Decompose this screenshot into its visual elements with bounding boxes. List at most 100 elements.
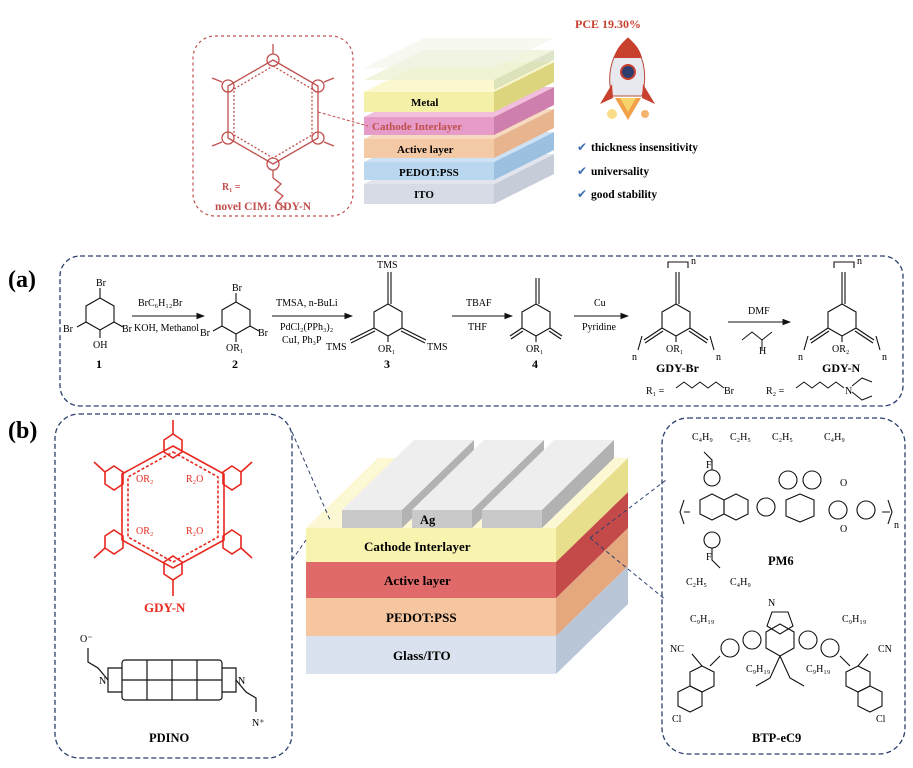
btp-ec9-molecule (677, 611, 883, 713)
compound-label-1: 1 (96, 357, 102, 371)
arrow-3-below: THF (468, 322, 487, 333)
r1-chain (675, 381, 725, 389)
compound-label-gdy-n: GDY-N (822, 361, 861, 375)
compound-3 (349, 272, 427, 344)
pm6-group: O (840, 478, 847, 489)
atom-tms: TMS (427, 342, 448, 353)
toc-pce: PCE 19.30% (575, 17, 641, 31)
toc-r-group: R₁ = (222, 182, 241, 193)
pm6-group: C₂H₅ (772, 432, 793, 443)
pm6-label: PM6 (768, 554, 794, 568)
btp-group: C₉H₁₉ (746, 664, 771, 675)
arrow-5-above: DMF (748, 306, 770, 317)
connector-line (589, 479, 667, 539)
toc-feature-2: universality (591, 166, 649, 178)
toc-layer-metal: Metal (411, 97, 438, 109)
arrow-2-above: TMSA, n-BuLi (276, 298, 338, 309)
pm6-group: C₄H₉ (730, 577, 751, 588)
arrow-2-below: PdCl₂(PPh₃)₂ (280, 322, 333, 333)
btp-group: C₉H₁₉ (842, 614, 867, 625)
atom-br: Br (63, 324, 74, 335)
pdino-atom-n: N (99, 676, 106, 687)
btp-group: NC (670, 644, 684, 655)
gdy-sub-r2o: R₂O (186, 526, 203, 537)
rocket-icon (600, 37, 655, 120)
atom-n: n (857, 256, 862, 267)
toc-molecule-box (192, 35, 354, 217)
diethylamine-structure (741, 331, 773, 350)
compound-1 (76, 288, 124, 338)
pdino-atom-nplus: N⁺ (252, 718, 265, 729)
atom-br: Br (232, 283, 243, 294)
panel-a-box (59, 255, 904, 407)
pdino-atom-n: N (238, 676, 245, 687)
compound-label-4: 4 (532, 357, 538, 371)
pm6-group: F (706, 460, 712, 471)
pm6-group: n (894, 520, 899, 531)
device-stack (306, 440, 628, 674)
check-icon: ✔ (577, 164, 587, 178)
arrow-1-above: BrC₆H₁₂Br (138, 298, 183, 309)
atom-or1: OR₁ (666, 344, 683, 355)
atom-br: Br (122, 324, 133, 335)
toc-feature-list: ✔ thickness insensitivity ✔ universality… (577, 140, 698, 201)
pm6-group: C₂H₅ (730, 432, 751, 443)
arrow-4-below: Pyridine (582, 322, 616, 333)
r2-definition: R₂ = (766, 386, 785, 397)
device-layer-cathode: Cathode Interlayer (364, 539, 471, 554)
pm6-group: C₂H₅ (686, 577, 707, 588)
atom-br: Br (200, 328, 211, 339)
gdy-n-label: GDY-N (144, 600, 186, 615)
atom-n: n (798, 352, 803, 363)
compound-gdy-br (637, 261, 715, 351)
pm6-group: O (840, 524, 847, 535)
toc-layer-pedot: PEDOT:PSS (399, 167, 459, 179)
pdino-atom-o: O⁻ (80, 634, 93, 645)
atom-nitrogen: N (845, 386, 852, 397)
compound-label-2: 2 (232, 357, 238, 371)
pdino-label: PDINO (149, 731, 190, 745)
atom-oh: OH (93, 340, 107, 351)
pdino-molecule (87, 648, 257, 712)
arrow-4-above: Cu (594, 298, 606, 309)
atom-tms: TMS (326, 342, 347, 353)
pm6-molecule (679, 451, 893, 569)
arrow-2-below2: CuI, Ph₃P (282, 335, 322, 346)
arrow-3-above: TBAF (466, 298, 492, 309)
connector-line (291, 431, 331, 521)
btp-group: CN (878, 644, 892, 655)
compound-label-3: 3 (384, 357, 390, 371)
compound-gdy-n (803, 261, 881, 351)
atom-br: Br (724, 386, 735, 397)
gdy-sub-or2: OR₂ (136, 474, 153, 485)
atom-or1: OR₁ (378, 344, 395, 355)
pm6-group: C₄H₉ (824, 432, 845, 443)
toc-feature-3: good stability (591, 189, 657, 201)
connector-line (589, 537, 667, 601)
btp-ec9-label: BTP-eC9 (752, 731, 801, 745)
atom-or1: OR₁ (526, 344, 543, 355)
toc-layer-ito: ITO (414, 189, 434, 201)
gdy-n-molecule (93, 420, 253, 596)
btp-group: Cl (672, 714, 682, 725)
toc-graphic: R₁ = novel CIM: GDY-N (192, 17, 698, 217)
check-icon: ✔ (577, 187, 587, 201)
gdy-sub-or2: OR₂ (136, 526, 153, 537)
r1-definition: R₁ = (646, 386, 665, 397)
device-layer-pedot: PEDOT:PSS (386, 610, 457, 625)
panel-a: (a) Br Br Br OH 1 BrC₆H₁₂Br KOH, Methano… (8, 255, 904, 407)
r2-chain (795, 377, 873, 401)
compound-2 (212, 293, 260, 342)
toc-layer-active: Active layer (397, 144, 454, 156)
arrow-1-below: KOH, Methanol (134, 323, 199, 334)
compound-4 (509, 278, 563, 342)
atom-br: Br (258, 328, 269, 339)
atom-n: n (882, 352, 887, 363)
toc-gdy-molecule (211, 44, 335, 209)
toc-layer-cathode: Cathode Interlayer (372, 121, 462, 133)
pm6-group: C₄H₉ (692, 432, 713, 443)
toc-molecule-caption: novel CIM: GDY-N (215, 201, 312, 213)
toc-layer-stack (364, 38, 554, 204)
atom-n: n (716, 352, 721, 363)
